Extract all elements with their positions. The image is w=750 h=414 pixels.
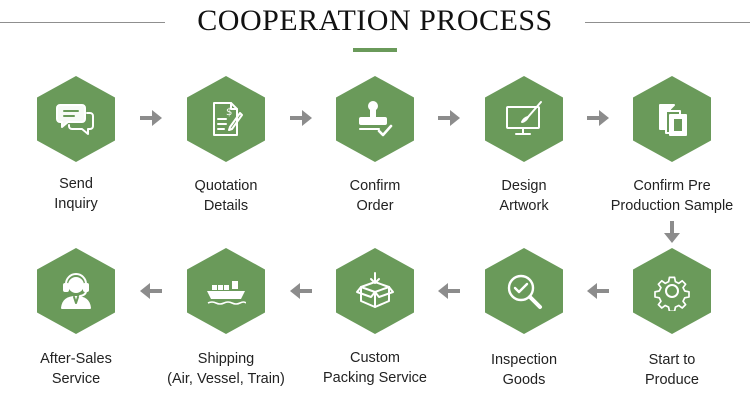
step-label-line2: Packing Service <box>323 370 427 386</box>
monitor-design-icon <box>506 101 542 135</box>
step-label-line1: Confirm Pre <box>633 178 711 194</box>
arrow-left-icon <box>438 283 460 299</box>
step-label-line1: Inspection <box>490 352 558 368</box>
open-box-icon <box>356 272 394 308</box>
arrow-right-icon <box>587 110 609 126</box>
step-label-line2: Service <box>51 371 101 387</box>
step-send-inquiry <box>37 76 115 162</box>
arrow-right-icon <box>140 110 162 126</box>
step-label-line2: Artwork <box>499 198 549 214</box>
arrow-right-icon <box>438 110 460 126</box>
arrow-left-icon <box>140 283 162 299</box>
gear-icon <box>654 276 690 311</box>
step-label-line1: Start to <box>648 352 696 368</box>
arrow-right-icon <box>290 110 312 126</box>
step-label-line2: Production Sample <box>610 198 734 214</box>
arrow-down-icon <box>664 221 680 243</box>
arrow-left-icon <box>290 283 312 299</box>
step-label-line1: Custom <box>350 350 400 366</box>
page-title: COOPERATION PROCESS <box>197 4 553 37</box>
step-label-line2: (Air, Vessel, Train) <box>167 371 285 387</box>
step-confirm-pre-production-sample <box>633 76 711 162</box>
step-label-line1: Shipping <box>197 351 255 367</box>
step-shipping <box>187 248 265 334</box>
step-confirm-pre-production-sample-label: Confirm Pre Production Sample <box>582 176 750 216</box>
step-quotation-details: $ <box>187 76 265 162</box>
step-label-line2: Produce <box>644 372 699 388</box>
svg-text:$: $ <box>226 107 232 118</box>
step-after-sales-service <box>37 248 115 334</box>
step-confirm-order <box>336 76 414 162</box>
step-quotation-details-label: Quotation Details <box>136 176 316 216</box>
step-shipping-label: Shipping (Air, Vessel, Train) <box>136 349 316 389</box>
step-label-line2: Inquiry <box>54 196 98 212</box>
step-custom-packing-service <box>336 248 414 334</box>
step-label-line2: Order <box>356 198 394 214</box>
title-divider-left <box>0 22 165 23</box>
step-inspection-goods <box>485 248 563 334</box>
step-label-line2: Details <box>203 198 249 214</box>
step-design-artwork <box>485 76 563 162</box>
step-start-to-produce-label: Start to Produce <box>582 350 750 390</box>
quotation-document-icon: $ <box>213 102 243 136</box>
step-label-line1: Design <box>501 178 547 194</box>
step-confirm-order-label: Confirm Order <box>285 176 465 216</box>
step-custom-packing-service-label: Custom Packing Service <box>285 348 465 388</box>
magnifier-check-icon <box>507 274 542 309</box>
step-after-sales-service-label: After-Sales Service <box>0 349 166 389</box>
arrow-left-icon <box>587 283 609 299</box>
step-start-to-produce <box>633 248 711 334</box>
stamp-check-icon <box>359 101 393 137</box>
step-label-line1: Send <box>59 176 93 192</box>
sample-swatches-icon <box>659 104 687 136</box>
title-underline <box>353 48 397 52</box>
cargo-ship-icon <box>207 281 246 305</box>
step-label-line1: Confirm <box>349 178 401 194</box>
step-design-artwork-label: Design Artwork <box>434 176 614 216</box>
step-inspection-goods-label: Inspection Goods <box>434 350 614 390</box>
title-row: COOPERATION PROCESS <box>0 0 750 60</box>
headset-agent-icon <box>61 273 91 309</box>
step-label-line2: Goods <box>502 372 546 388</box>
step-send-inquiry-label: Send Inquiry <box>0 174 166 214</box>
step-label-line1: Quotation <box>194 178 258 194</box>
chat-bubbles-icon <box>56 104 94 135</box>
step-label-line1: After-Sales <box>40 351 112 367</box>
title-divider-right <box>585 22 750 23</box>
